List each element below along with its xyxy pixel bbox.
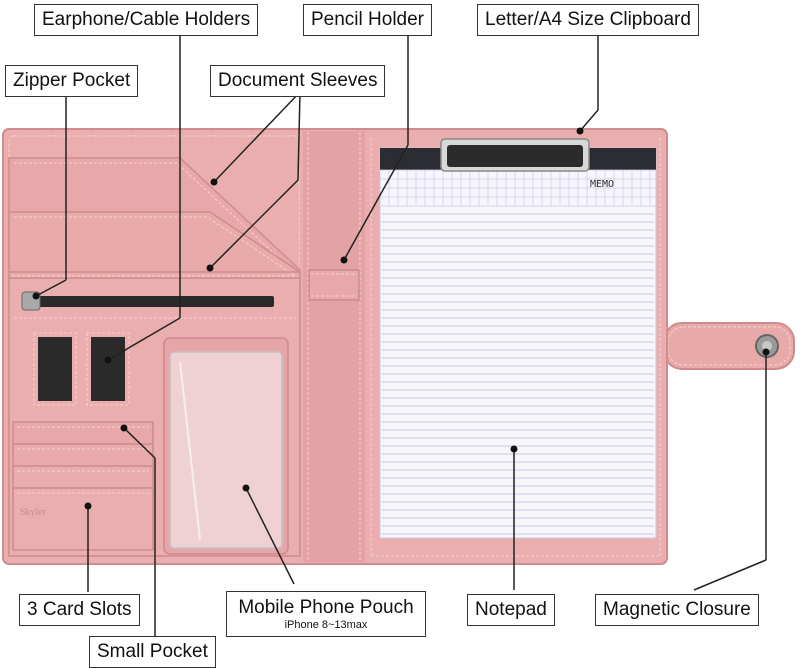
callout-zipper-pocket: Zipper Pocket [5, 65, 139, 97]
callout-earphone-holders: Earphone/Cable Holders [34, 4, 259, 36]
leader-dots [32, 127, 770, 510]
phone-pouch-subtitle: iPhone 8~13max [284, 619, 368, 631]
leader-lines [35, 31, 767, 636]
pencil-loop [308, 269, 360, 301]
brand-logo: Skyler [20, 507, 47, 518]
callout-card-slots: 3 Card Slots [19, 594, 140, 626]
callout-pencil-holder: Pencil Holder [303, 4, 432, 36]
callout-document-sleeves: Document Sleeves [210, 65, 386, 97]
small-pocket [12, 487, 154, 551]
callout-small-pocket: Small Pocket [89, 636, 216, 668]
callout-clipboard: Letter/A4 Size Clipboard [477, 4, 699, 36]
callout-magnetic-closure: Magnetic Closure [595, 594, 759, 626]
callout-phone-pouch: Mobile Phone Pouch iPhone 8~13max [226, 591, 426, 637]
zipper [24, 296, 274, 307]
notepad [379, 147, 657, 539]
phone-pouch-window [169, 351, 283, 549]
callout-notepad: Notepad [467, 594, 555, 626]
notepad-header-label: MEMO [590, 179, 614, 190]
spine [303, 131, 365, 562]
cable-holder-right [91, 337, 125, 401]
phone-pouch-title: Mobile Phone Pouch [238, 597, 414, 618]
cable-holder-left [38, 337, 72, 401]
